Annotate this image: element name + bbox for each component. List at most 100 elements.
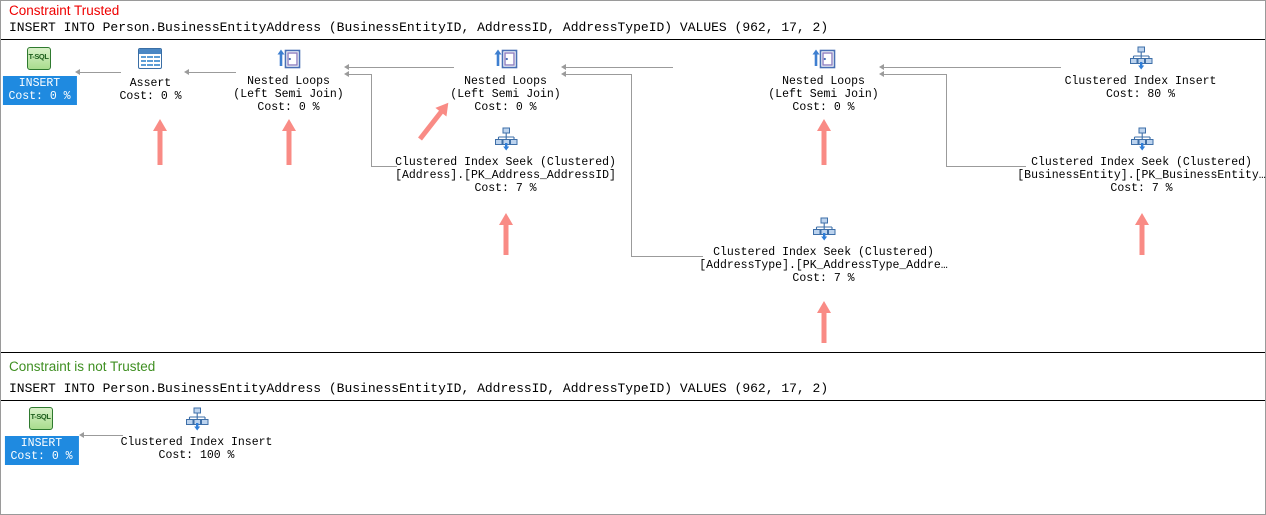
operator-cost: Cost: 0 % [8,90,71,103]
operator-cost: Cost: 0 % [257,101,320,114]
annotation-arrow-nested-loops-1 [282,119,296,165]
assert-icon [137,48,164,74]
clustered-index-icon [493,127,519,153]
operator-labels: Nested Loops (Left Semi Join) Cost: 0 % [233,75,343,114]
operator-node-insert-2[interactable]: T-SQL INSERT Cost: 0 % [4,407,79,465]
clustered-index-icon-svg [1130,127,1153,151]
connector-arrowhead [879,71,884,77]
operator-node-clustered-index-insert[interactable]: Clustered Index Insert Cost: 80 % [1065,46,1216,101]
operator-labels: Nested Loops (Left Semi Join) Cost: 0 % [450,75,560,114]
annotation-arrow-nested-loops-3 [817,119,831,165]
operator-subtype: (Left Semi Join) [768,88,879,101]
operator-node-seek-addresstype[interactable]: Clustered Index Seek (Clustered) [Addres… [699,217,948,285]
operator-name: Nested Loops [464,75,547,88]
plan-title-trusted: Constraint Trusted [9,3,120,18]
operator-name: Clustered Index Seek (Clustered) [1031,156,1252,169]
connector-arrowhead [561,64,566,70]
connector-loops2-seektype-c [631,256,703,257]
connector-loops2-seektype-b [631,74,632,256]
connector-loops3-insert [881,67,1061,68]
operator-cost: Cost: 7 % [1110,182,1173,195]
operator-name: Assert [129,77,172,90]
operator-node-nested-loops-1[interactable]: Nested Loops (Left Semi Join) Cost: 0 % [233,46,344,114]
tsql-icon: T-SQL [28,407,55,433]
operator-labels: Clustered Index Seek (Clustered) [Busine… [1017,156,1265,195]
operator-node-nested-loops-2[interactable]: Nested Loops (Left Semi Join) Cost: 0 % [450,46,561,114]
connector-loops1-seekaddress-a [346,74,371,75]
operator-cost: Cost: 0 % [792,101,855,114]
operator-cost: Cost: 80 % [1105,88,1176,101]
operator-node-seek-address[interactable]: Clustered Index Seek (Clustered) [Addres… [395,127,616,195]
operator-node-insert[interactable]: T-SQL INSERT Cost: 0 % [2,47,77,105]
connector-loops3-seekbe-a [881,74,946,75]
operator-cost: Cost: 7 % [474,182,537,195]
nested-loops-icon [493,46,519,72]
operator-labels: Clustered Index Insert Cost: 100 % [121,436,273,462]
operator-labels: Assert Cost: 0 % [119,77,181,103]
connector-arrowhead [184,69,189,75]
operator-name: Clustered Index Seek (Clustered) [713,246,934,259]
connector-loops1-seekaddress-c [371,166,397,167]
operator-labels: Clustered Index Seek (Clustered) [Addres… [395,156,616,195]
annotation-arrow-seek-addresstype [817,301,831,343]
operator-object: [BusinessEntity].[PK_BusinessEntity… [1017,169,1266,182]
connector-arrowhead [561,71,566,77]
operator-node-nested-loops-3[interactable]: Nested Loops (Left Semi Join) Cost: 0 % [768,46,879,114]
operator-name: INSERT [18,77,61,90]
clustered-index-icon-svg [1129,46,1152,70]
operator-name: Clustered Index Insert [1064,75,1217,88]
operator-node-assert[interactable]: Assert Cost: 0 % [119,48,182,103]
clustered-index-icon-svg [185,407,208,431]
clustered-index-icon [1129,127,1155,153]
connector-loops3-seekbe-c [946,166,1026,167]
annotation-arrow-assert [153,119,167,165]
connector-loops1-loops2 [346,67,454,68]
operator-subtype: (Left Semi Join) [450,88,561,101]
plan-sql-trusted: INSERT INTO Person.BusinessEntityAddress… [9,20,829,35]
annotation-arrow-seek-address [499,213,513,255]
connector-arrowhead [75,69,80,75]
operator-name: Nested Loops [782,75,865,88]
nested-loops-icon-svg [494,49,517,69]
divider-bottom [1,400,1265,401]
connector-loops2-seektype-a [563,74,631,75]
operator-cost: Cost: 100 % [158,449,235,462]
divider-top [1,39,1265,40]
nested-loops-icon-svg [812,49,835,69]
clustered-index-icon-svg [812,217,835,241]
tsql-icon: T-SQL [26,47,53,73]
operator-node-seek-businessentity[interactable]: Clustered Index Seek (Clustered) [Busine… [1017,127,1266,195]
operator-object: [AddressType].[PK_AddressType_Addre… [699,259,948,272]
plan-sql-not-trusted: INSERT INTO Person.BusinessEntityAddress… [9,381,829,396]
connector-arrowhead [79,432,84,438]
operator-object: [Address].[PK_Address_AddressID] [395,169,616,182]
clustered-index-icon [1128,46,1154,72]
operator-labels: INSERT Cost: 0 % [2,76,77,105]
operator-cost: Cost: 7 % [792,272,855,285]
clustered-index-icon [184,407,210,433]
operator-labels: Nested Loops (Left Semi Join) Cost: 0 % [768,75,878,114]
operator-node-clustered-index-insert-2[interactable]: Clustered Index Insert Cost: 100 % [121,407,272,462]
clustered-index-icon [811,217,837,243]
operator-cost: Cost: 0 % [474,101,537,114]
annotation-arrow-nested-loops-2-diagonal [414,98,454,143]
operator-cost: Cost: 0 % [10,450,73,463]
connector-assert-loops1 [186,72,236,73]
annotation-arrow-seek-businessentity [1135,213,1149,255]
operator-labels: INSERT Cost: 0 % [4,436,79,465]
connector-insert-clustered-index-insert [81,435,123,436]
operator-subtype: (Left Semi Join) [233,88,344,101]
divider-middle [1,352,1265,353]
connector-arrowhead [344,71,349,77]
operator-labels: Clustered Index Insert Cost: 80 % [1065,75,1217,101]
connector-insert-assert [77,72,121,73]
connector-loops1-seekaddress-b [371,74,372,166]
connector-arrowhead [344,64,349,70]
plan-title-not-trusted: Constraint is not Trusted [9,359,156,374]
nested-loops-icon [276,46,302,72]
operator-name: Clustered Index Seek (Clustered) [395,156,616,169]
nested-loops-icon [811,46,837,72]
connector-loops2-loops3 [563,67,673,68]
clustered-index-icon-svg [494,127,517,151]
